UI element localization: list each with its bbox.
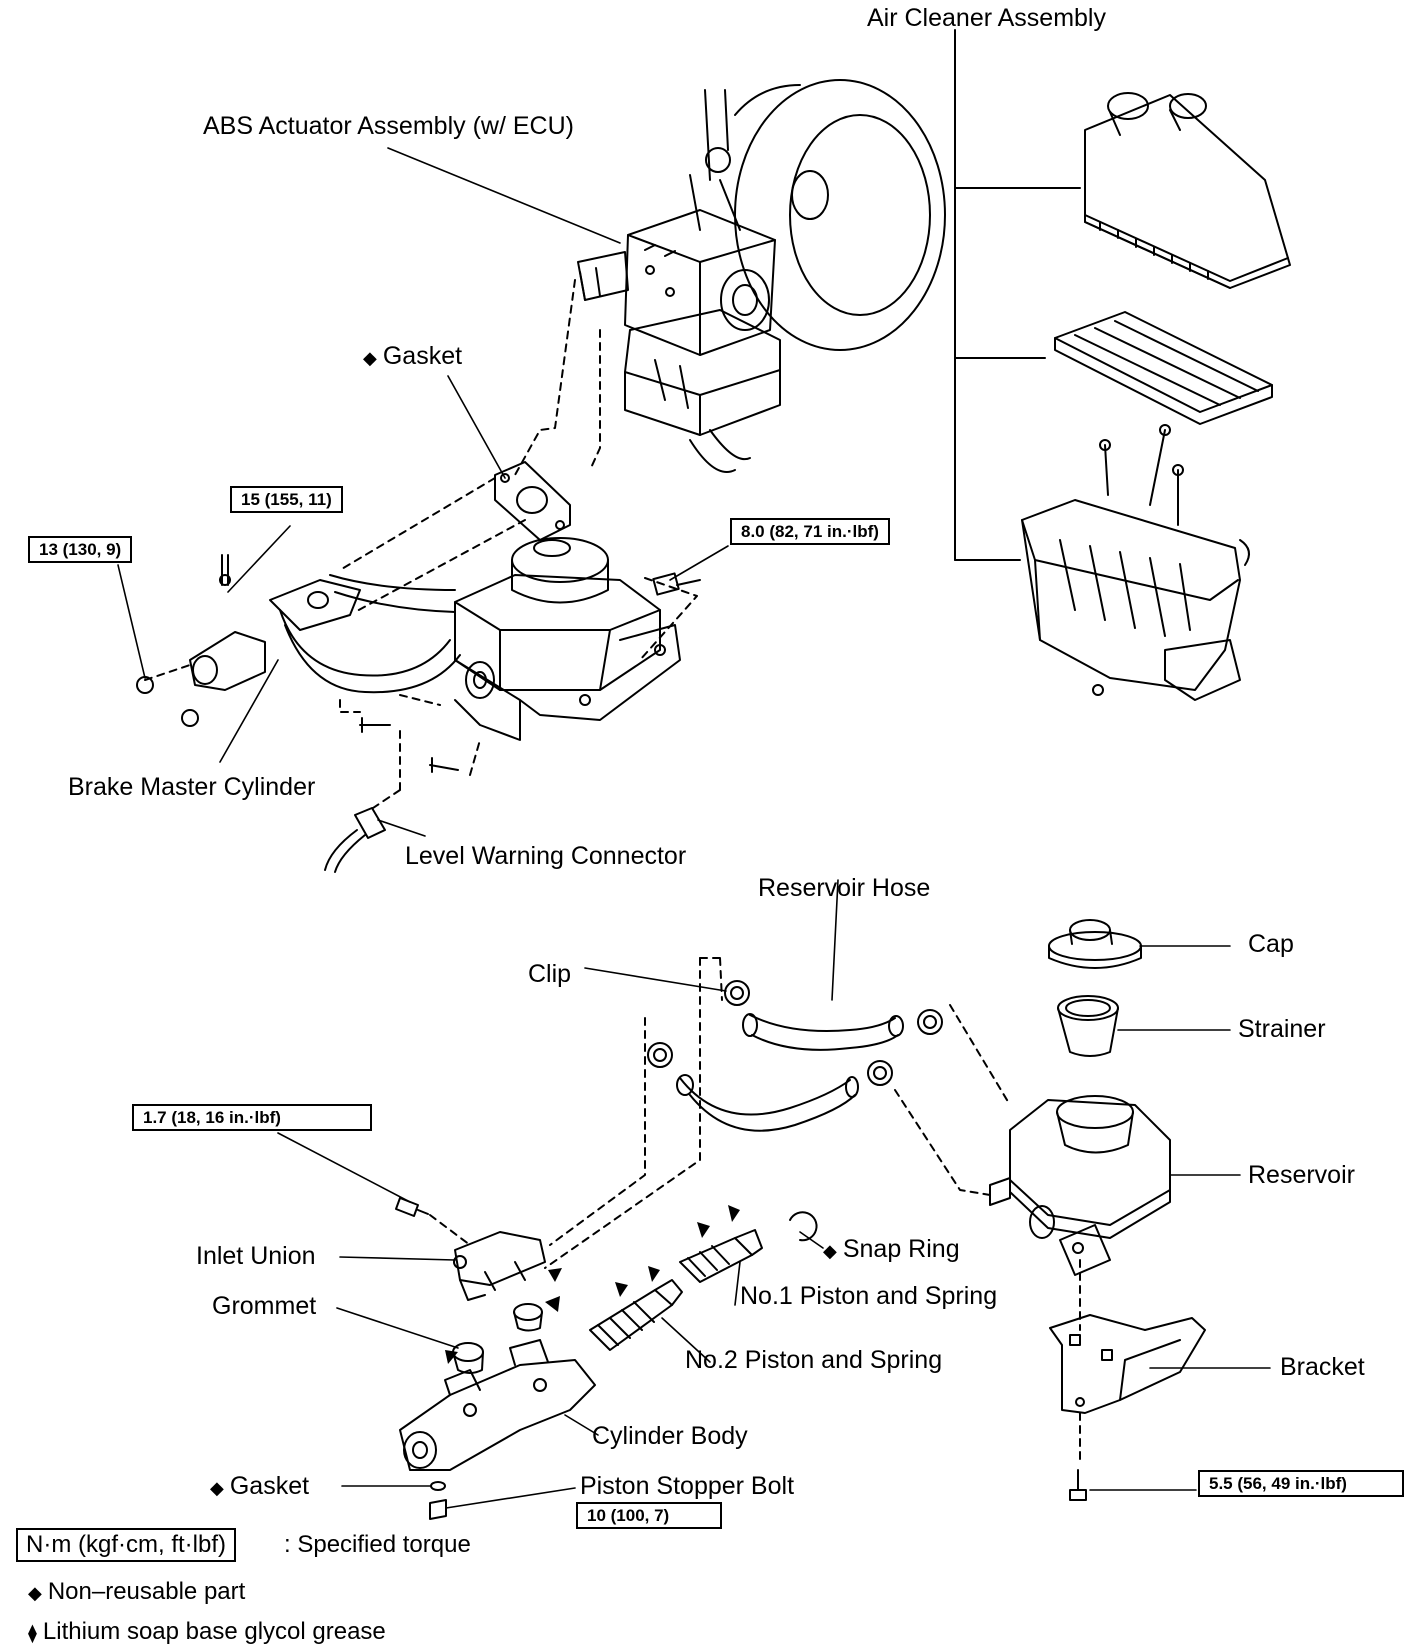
inlet-bolt [396, 1198, 428, 1216]
reservoir-part [990, 1096, 1170, 1275]
label-gasket-lower: ◆Gasket [210, 1472, 310, 1500]
gasket-plate [495, 462, 570, 540]
air-cleaner-case [1022, 425, 1249, 700]
cylinder-body-part [400, 1340, 595, 1470]
torque-5-5: 5.5 (56, 49 in.·lbf) [1198, 1470, 1404, 1497]
bracket-part [1050, 1315, 1205, 1413]
leader-lines [118, 148, 1270, 1508]
label-snap-ring: ◆Snap Ring [823, 1235, 960, 1263]
air-cleaner-cap [1085, 93, 1290, 288]
label-cylinder-body: Cylinder Body [592, 1422, 748, 1450]
torque-10: 10 (100, 7) [576, 1502, 722, 1529]
no2-piston-spring [590, 1280, 682, 1350]
abs-actuator-assembly [578, 80, 945, 472]
piston-stopper-bolt-part [430, 1500, 446, 1519]
label-air-cleaner-assembly: Air Cleaner Assembly [867, 4, 1106, 32]
label-clip: Clip [528, 960, 572, 988]
torque-13: 13 (130, 9) [28, 536, 133, 563]
legend-torque-description: : Specified torque [284, 1531, 471, 1558]
brake-master-cylinder-assembly [137, 538, 700, 772]
gasket-small [431, 1482, 445, 1490]
snap-ring-part [790, 1212, 817, 1240]
label-no2-piston-spring: No.2 Piston and Spring [685, 1346, 943, 1374]
label-level-warning-connector: Level Warning Connector [405, 842, 687, 870]
grease-arrows [445, 1205, 740, 1364]
no1-piston-spring [680, 1230, 762, 1282]
non-reusable-icon: ◆ [28, 1583, 42, 1603]
label-inlet-union: Inlet Union [196, 1242, 316, 1270]
level-warning-connector [325, 808, 385, 872]
hose-clips [648, 981, 942, 1085]
label-gasket-upper: ◆Gasket [363, 342, 463, 370]
label-abs-actuator-assembly: ABS Actuator Assembly (w/ ECU) [203, 112, 574, 140]
grommet-part [453, 1304, 542, 1373]
legend-torque-unit: N·m (kgf·cm, ft·lbf) [16, 1528, 236, 1562]
label-piston-stopper-bolt: Piston Stopper Bolt [580, 1472, 795, 1500]
air-cleaner-assembly [955, 30, 1290, 700]
label-strainer: Strainer [1238, 1015, 1326, 1043]
inlet-union-part [454, 1232, 545, 1300]
torque-1-7: 1.7 (18, 16 in.·lbf) [132, 1104, 372, 1131]
label-reservoir-hose: Reservoir Hose [758, 874, 931, 902]
label-brake-master-cylinder: Brake Master Cylinder [68, 773, 316, 801]
label-grommet: Grommet [212, 1292, 317, 1320]
air-filter-element [1055, 312, 1272, 424]
label-cap: Cap [1248, 930, 1294, 958]
legend-non-reusable: ◆Non–reusable part [28, 1578, 246, 1605]
guide-lines-lower [430, 958, 1080, 1465]
non-reusable-icon: ◆ [363, 348, 377, 368]
guide-lines-upper [145, 280, 697, 810]
cap-part [1049, 920, 1141, 968]
non-reusable-icon: ◆ [210, 1478, 224, 1498]
torque-8: 8.0 (82, 71 in.·lbf) [730, 518, 890, 545]
legend-grease: ⧫Lithium soap base glycol grease [28, 1618, 386, 1645]
label-bracket: Bracket [1280, 1353, 1365, 1381]
reservoir-hoses [677, 1014, 903, 1131]
strainer-part [1058, 996, 1118, 1056]
label-reservoir: Reservoir [1248, 1161, 1355, 1189]
bracket-bolt [1070, 1470, 1086, 1500]
grease-icon: ⧫ [28, 1623, 37, 1643]
non-reusable-icon: ◆ [823, 1241, 837, 1261]
torque-15: 15 (155, 11) [230, 486, 343, 513]
label-no1-piston-spring: No.1 Piston and Spring [740, 1282, 998, 1310]
